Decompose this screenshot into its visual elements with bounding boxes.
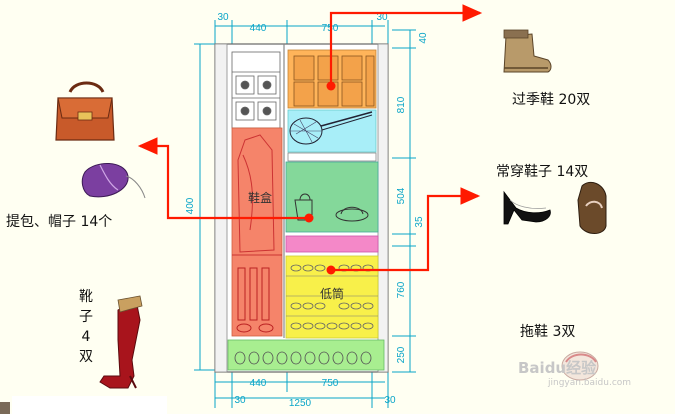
label-boots-char: 双 [79, 349, 93, 365]
dim-right-250: 250 [396, 346, 407, 363]
label-bags-hats: 提包、帽子 14个 [6, 214, 113, 230]
daily-shoe-zone [285, 161, 379, 233]
dim-right-504: 504 [396, 187, 407, 204]
dim-bottom-total: 1250 [289, 398, 312, 409]
label-boots-char: 4 [81, 329, 91, 345]
dim-top-right-margin: 30 [376, 12, 388, 23]
dim-bottom-right-margin: 30 [384, 395, 396, 406]
corner-white-strip [12, 396, 167, 414]
dim-right-760: 760 [396, 281, 407, 298]
dim-top-left-margin: 30 [217, 12, 229, 23]
zone-label-lower: 低筒 [320, 286, 344, 301]
handbag-icon [55, 81, 115, 141]
shelf-divider [287, 152, 377, 162]
watermark-brand: Baidu经验 [518, 359, 597, 377]
pink-zone [285, 235, 379, 253]
loafer-icon [577, 181, 607, 234]
marker-daily-dot [326, 265, 336, 275]
hiking-boot-icon [503, 29, 552, 73]
arrow-daily [331, 187, 481, 272]
bottom-zone [227, 339, 385, 371]
label-boots-char: 靴 [79, 289, 93, 305]
dim-bottom-left-width: 440 [250, 378, 267, 389]
dim-left-height: 400 [185, 197, 196, 214]
cabinet-left-panel [214, 43, 228, 373]
dim-bottom-right-width: 750 [322, 378, 339, 389]
tall-boot-icon [99, 295, 143, 389]
arrow-bags [137, 137, 309, 220]
dim-top-left-width: 440 [250, 23, 267, 34]
label-slippers: 拖鞋 3双 [520, 324, 576, 340]
arrow-seasonal [329, 4, 483, 86]
slipper-icon [561, 351, 599, 381]
zone-label-shoe-box: 鞋盒 [248, 190, 272, 205]
callout-arrows [137, 4, 483, 272]
label-daily-shoes: 常穿鞋子 14双 [496, 164, 589, 180]
dim-bottom-left-margin: 30 [234, 395, 246, 406]
racket-zone [287, 109, 377, 153]
dimension-lines [194, 20, 416, 408]
left-bag-zone: 鞋盒 [231, 127, 283, 337]
marker-bags-dot [304, 213, 314, 223]
watermark-url: jingyan.baidu.com [548, 378, 632, 388]
label-seasonal-shoes: 过季鞋 20双 [512, 92, 591, 108]
cabinet-right-panel [377, 43, 389, 373]
dim-right-810: 810 [396, 96, 407, 113]
dim-right-35: 35 [414, 216, 425, 228]
corner-left-artifact [0, 402, 10, 414]
label-boots: 靴 子 4 双 [78, 287, 94, 367]
label-boots-char: 子 [79, 309, 93, 325]
clutch-bag-icon [81, 163, 146, 199]
dim-right-top: 40 [418, 32, 429, 44]
high-heel-icon [503, 190, 551, 225]
marker-seasonal-dot [326, 81, 336, 91]
left-top-shoe-boxes [231, 51, 281, 129]
